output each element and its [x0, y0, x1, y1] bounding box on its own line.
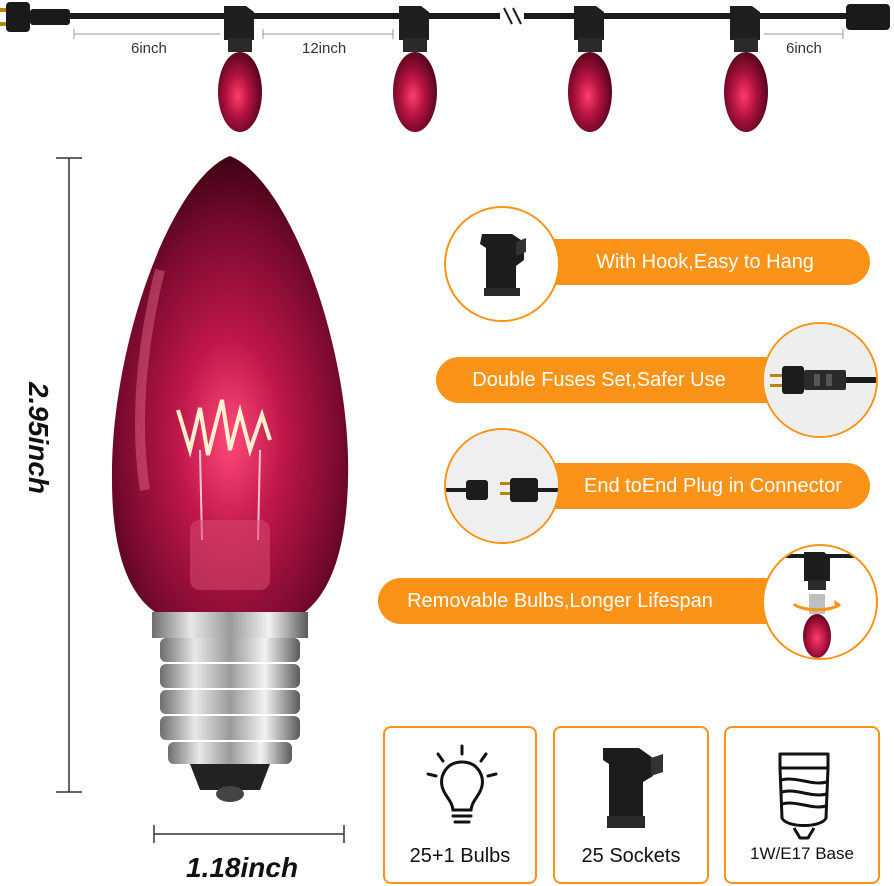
feature-hook: With Hook,Easy to Hang — [500, 239, 870, 285]
height-dimension-line — [56, 157, 82, 793]
e17-base-icon — [778, 752, 830, 840]
bulb-width-label: 1.18inch — [186, 852, 299, 883]
bulb-spacing-label: 12inch — [302, 40, 347, 57]
removable-bulb-icon — [762, 544, 878, 660]
feature-hook-text: With Hook,Easy to Hang — [596, 250, 814, 273]
socket-icon — [603, 748, 663, 828]
end-spacing-left-label: 6inch — [131, 40, 167, 57]
spec-card-bulbs: 25+1 Bulbs — [383, 726, 537, 884]
width-dimension-line — [153, 825, 345, 843]
light-strand-illustration — [0, 2, 890, 132]
spec-card-sockets: 25 Sockets — [553, 726, 709, 884]
fused-plug-icon — [762, 322, 878, 438]
bulb-height-label: 2.95inch — [23, 381, 54, 495]
feature-connector-text: End toEnd Plug in Connector — [584, 474, 842, 497]
feature-connector: End toEnd Plug in Connector — [500, 463, 870, 509]
end-spacing-right-label: 6inch — [786, 40, 822, 57]
feature-removable: Removable Bulbs,Longer Lifespan — [378, 578, 822, 624]
connector-plug-icon — [444, 428, 560, 544]
spec-base-label: 1W/E17 Base — [750, 844, 854, 863]
spec-sockets-label: 25 Sockets — [581, 845, 681, 867]
feature-fuses: Double Fuses Set,Safer Use — [436, 357, 822, 403]
spec-card-base: 1W/E17 Base — [724, 726, 880, 884]
spec-bulbs-label: 25+1 Bulbs — [409, 845, 511, 867]
light-bulb-icon — [426, 744, 498, 824]
feature-fuses-text: Double Fuses Set,Safer Use — [472, 368, 726, 391]
feature-removable-text: Removable Bulbs,Longer Lifespan — [407, 589, 713, 612]
hook-socket-icon — [444, 206, 560, 322]
large-bulb-illustration — [111, 156, 349, 802]
